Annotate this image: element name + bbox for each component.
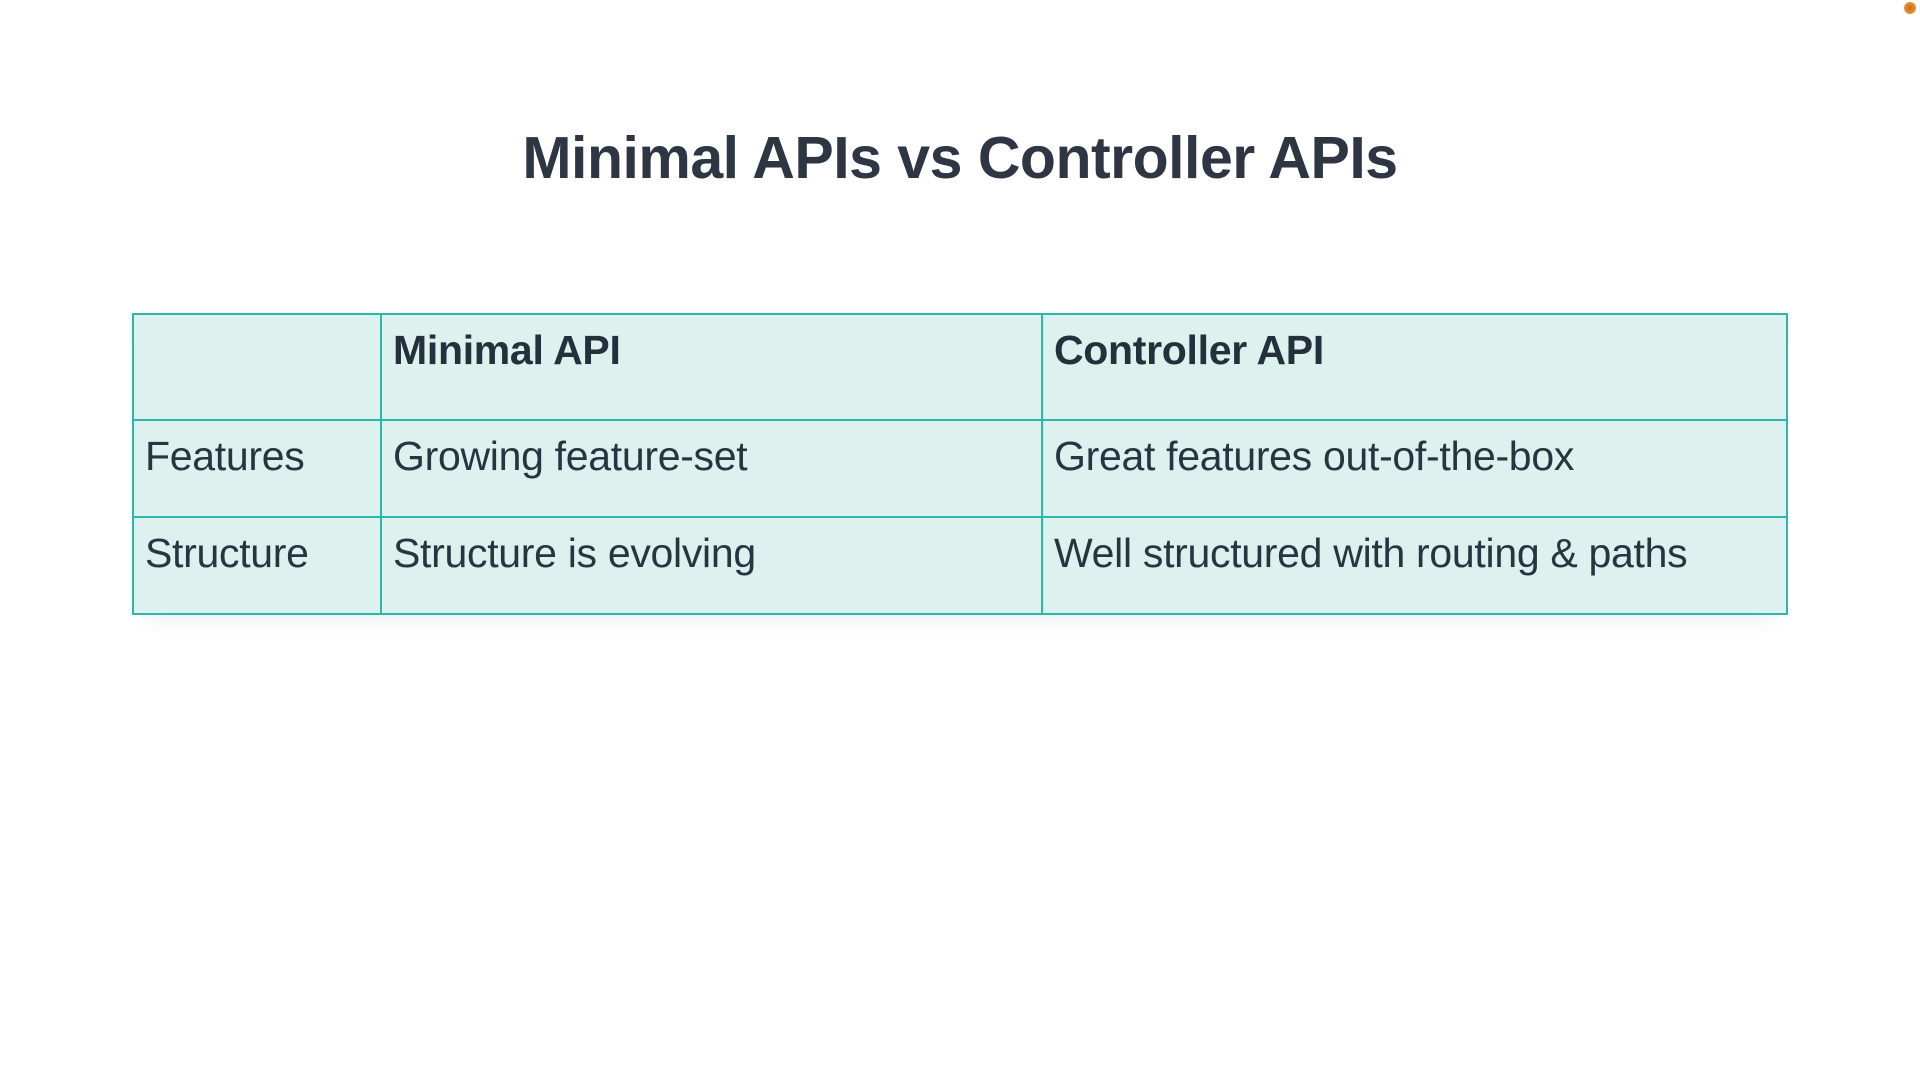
cell-features-controller: Great features out-of-the-box bbox=[1041, 419, 1788, 518]
cell-structure-minimal: Structure is evolving bbox=[380, 516, 1043, 615]
row-label-features: Features bbox=[132, 419, 382, 518]
page-title: Minimal APIs vs Controller APIs bbox=[522, 125, 1398, 191]
row-label-structure: Structure bbox=[132, 516, 382, 615]
header-cell-controller-api: Controller API bbox=[1041, 313, 1788, 421]
cell-structure-controller: Well structured with routing & paths bbox=[1041, 516, 1788, 615]
table-header-row: Minimal API Controller API bbox=[132, 313, 1788, 421]
recording-indicator-dot bbox=[1904, 2, 1916, 14]
cell-features-minimal: Growing feature-set bbox=[380, 419, 1043, 518]
table-row-structure: Structure Structure is evolving Well str… bbox=[132, 516, 1788, 615]
header-cell-empty bbox=[132, 313, 382, 421]
header-cell-minimal-api: Minimal API bbox=[380, 313, 1043, 421]
comparison-table: Minimal API Controller API Features Grow… bbox=[132, 313, 1788, 615]
table-row-features: Features Growing feature-set Great featu… bbox=[132, 419, 1788, 518]
